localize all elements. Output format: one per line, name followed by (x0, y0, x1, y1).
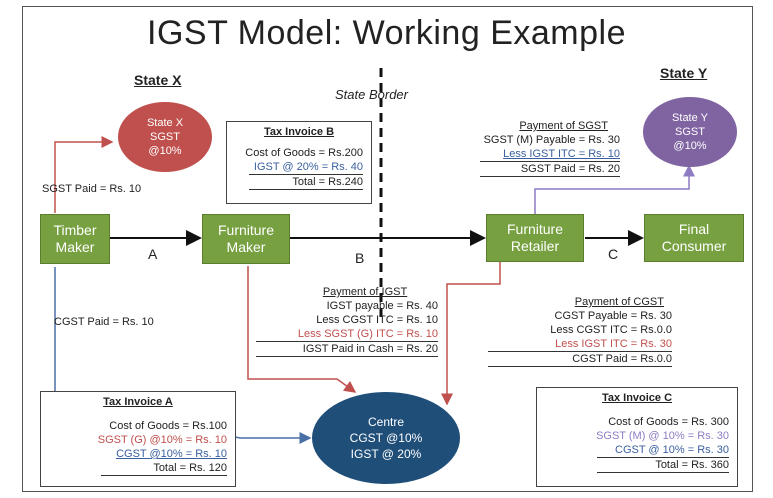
node-timber-maker: Timber Maker (40, 214, 110, 264)
tax-invoice-c: Tax Invoice C Cost of Goods = Rs. 300 SG… (536, 387, 738, 487)
circle-y-line: SGST (675, 126, 705, 138)
node-furniture-maker: Furniture Maker (202, 214, 290, 264)
payment-sgst-line: SGST Paid = Rs. 20 (520, 163, 620, 175)
payment-igst-line: Less CGST ITC = Rs. 10 (316, 314, 438, 326)
sgst-paid-label: SGST Paid = Rs. 10 (42, 183, 142, 195)
invoice-c-line: SGST (M) @ 10% = Rs. 30 (596, 430, 729, 442)
node-line: Final (678, 221, 710, 237)
payment-cgst-line: Less IGST ITC = Rs. 30 (555, 338, 672, 350)
payment-igst-line: IGST Paid in Cash = Rs. 20 (302, 343, 438, 355)
payment-sgst-line: SGST (M) Payable = Rs. 30 (483, 134, 620, 146)
invoice-a-line: Total = Rs. 120 (153, 462, 227, 474)
node-line: Furniture (217, 222, 275, 238)
node-final-consumer: Final Consumer (644, 214, 744, 262)
node-line: Retailer (510, 238, 560, 254)
invoice-b-line: Total = Rs.240 (292, 176, 363, 188)
arrow-retailer-to-state-y (534, 164, 695, 214)
label-c: C (608, 246, 619, 262)
invoice-a-line: SGST (G) @10% = Rs. 10 (97, 434, 227, 446)
payment-cgst-title: Payment of CGST (574, 296, 664, 308)
payment-cgst-block: Payment of CGST CGST Payable = Rs. 30 Le… (488, 295, 678, 367)
diagram-frame (22, 6, 753, 492)
payment-sgst-block: Payment of SGST SGST (M) Payable = Rs. 3… (470, 119, 620, 177)
node-line: Timber (53, 222, 97, 238)
centre-line: IGST @ 20% (350, 447, 422, 461)
circle-y-line: @10% (673, 140, 707, 152)
payment-cgst-line: Less CGST ITC = Rs.0.0 (550, 324, 672, 336)
invoice-c-line: Cost of Goods = Rs. 300 (608, 416, 729, 428)
arrow-retailer-to-centre (441, 262, 501, 406)
payment-igst-block: Payment of IGST IGST payable = Rs. 40 Le… (254, 285, 446, 357)
centre-line: Centre (367, 415, 405, 429)
circle-x-line: State X (146, 117, 184, 129)
payment-igst-line: IGST payable = Rs. 40 (326, 300, 438, 312)
payment-sgst-line: Less IGST ITC = Rs. 10 (503, 148, 620, 160)
label-a: A (148, 246, 158, 262)
state-y-label: State Y (660, 65, 708, 81)
circle-y-line: State Y (672, 112, 708, 124)
node-furniture-retailer: Furniture Retailer (486, 214, 584, 262)
payment-igst-line: Less SGST (G) ITC = Rs. 10 (297, 328, 438, 340)
node-line: Maker (226, 239, 266, 255)
arrow-sgst-to-state-x (54, 136, 114, 213)
invoice-c-title: Tax Invoice C (601, 392, 673, 404)
node-line: Maker (55, 239, 95, 255)
centre-circle: Centre CGST @10% IGST @ 20% (312, 392, 460, 484)
invoice-a-line: CGST @10% = Rs. 10 (116, 448, 227, 460)
circle-x-line: @10% (148, 145, 182, 157)
payment-cgst-line: CGST Payable = Rs. 30 (554, 310, 673, 322)
payment-cgst-line: CGST Paid = Rs.0.0 (572, 353, 672, 365)
node-line: Furniture (506, 221, 564, 237)
invoice-c-line: Total = Rs. 360 (655, 459, 729, 471)
invoice-b-line: Cost of Goods = Rs.200 (245, 147, 363, 159)
payment-igst-title: Payment of IGST (322, 286, 408, 298)
state-y-sgst-circle: State Y SGST @10% (643, 97, 737, 167)
state-x-label: State X (134, 72, 182, 88)
tax-invoice-a: Tax Invoice A Cost of Goods = Rs.100 SGS… (40, 391, 236, 487)
diagram-title: IGST Model: Working Example (147, 14, 626, 52)
invoice-b-line: IGST @ 20% = Rs. 40 (253, 161, 363, 173)
node-line: Consumer (661, 238, 727, 254)
state-x-sgst-circle: State X SGST @10% (118, 102, 212, 172)
invoice-a-title: Tax Invoice A (103, 396, 173, 408)
payment-sgst-title: Payment of SGST (519, 120, 608, 132)
circle-x-line: SGST (150, 131, 180, 143)
label-b: B (355, 250, 365, 266)
state-border-label: State Border (335, 87, 408, 102)
centre-line: CGST @10% (349, 431, 423, 445)
arrow-furniture-maker-to-centre (247, 266, 357, 393)
cgst-paid-label: CGST Paid = Rs. 10 (54, 316, 154, 328)
tax-invoice-b: Tax Invoice B Cost of Goods = Rs.200 IGS… (226, 121, 372, 204)
invoice-b-title: Tax Invoice B (263, 126, 335, 138)
invoice-a-line: Cost of Goods = Rs.100 (109, 420, 227, 432)
invoice-c-line: CGST @ 10% = Rs. 30 (615, 444, 729, 456)
